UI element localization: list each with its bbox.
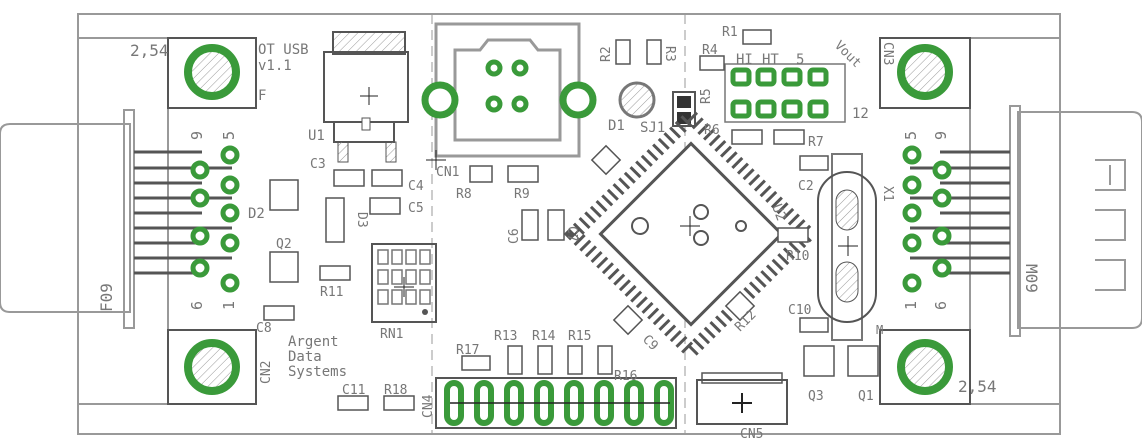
label-cn3: CN3 (880, 42, 895, 65)
d1-led (618, 81, 656, 119)
maker-line-1: Argent (288, 334, 339, 350)
pin-left-1: 1 (220, 301, 238, 310)
left-db9-pads (190, 145, 240, 293)
label-cn1: CN1 (436, 165, 459, 180)
label-rn1: RN1 (380, 327, 403, 342)
label-r5: R5 (699, 88, 714, 104)
label-r8: R8 (456, 187, 472, 202)
right-flange (969, 37, 1061, 405)
cn4-header (435, 377, 677, 429)
left-flange (77, 37, 169, 405)
label-d3: D3 (354, 212, 369, 228)
label-cn5: CN5 (740, 427, 763, 442)
label-r11: R11 (320, 285, 343, 300)
mounting-holes (167, 37, 971, 405)
label-r9: R9 (514, 187, 530, 202)
db9-female-pins (134, 150, 232, 275)
label-r18: R18 (384, 383, 407, 398)
label-r16: R16 (614, 369, 637, 384)
label-x1: X1 (880, 186, 895, 202)
label-c4: C4 (408, 179, 424, 194)
label-r2: R2 (599, 46, 614, 62)
label-r1: R1 (722, 25, 738, 40)
pin-right-6: 6 (932, 301, 950, 310)
maker-line-3: Systems (288, 364, 347, 380)
u1-regulator (323, 31, 409, 163)
label-c7: C7 (564, 226, 579, 242)
label-r7: R7 (808, 135, 824, 150)
usb-connector (421, 22, 597, 170)
header-hi: HI (736, 52, 753, 68)
db9-male-connector (1009, 105, 1142, 337)
u2-microcontroller (563, 106, 819, 362)
label-r6: R6 (704, 123, 720, 138)
rn1-resistor-network (371, 243, 437, 323)
label-u1: U1 (308, 128, 325, 144)
label-q3: Q3 (808, 389, 824, 404)
label-u2: U2 (768, 202, 789, 223)
header-12: 12 (852, 106, 869, 122)
pin-left-6: 6 (188, 301, 206, 310)
board-title: OT USB (258, 42, 309, 58)
header-vout: Vout (831, 38, 864, 71)
board-version: v1.1 (258, 58, 292, 74)
smd-components (263, 29, 879, 411)
label-q2: Q2 (276, 237, 292, 252)
pin-right-5: 5 (902, 131, 920, 140)
label-c11: C11 (342, 383, 365, 398)
label-cn2: CN2 (259, 361, 274, 384)
label-r3: R3 (662, 46, 677, 62)
pin-left-9: 9 (188, 131, 206, 140)
x1-crystal (817, 153, 877, 341)
pin-left-5: 5 (220, 131, 238, 140)
pitch-right-label: 2,54 (958, 377, 997, 396)
label-q1: Q1 (858, 389, 874, 404)
label-r15: R15 (568, 329, 591, 344)
label-d1: D1 (608, 118, 625, 134)
label-m09: M09 (1022, 264, 1041, 293)
pitch-left-label: 2,54 (130, 41, 169, 60)
cn5-connector (696, 372, 788, 425)
pin-right-9: 9 (932, 131, 950, 140)
label-r17: R17 (456, 343, 479, 358)
label-f09: F09 (97, 283, 116, 312)
label-c6: C6 (507, 228, 522, 244)
label-d2: D2 (248, 206, 265, 222)
label-r4: R4 (702, 43, 718, 58)
header-5: 5 (796, 52, 804, 68)
label-c3: C3 (310, 157, 326, 172)
label-sj1: SJ1 (640, 120, 665, 136)
right-db9-pads (902, 145, 952, 293)
label-cn4: CN4 (421, 394, 436, 418)
label-r13: R13 (494, 329, 517, 344)
label-c10: C10 (788, 303, 811, 318)
label-f: F (258, 88, 266, 104)
label-c5: C5 (408, 201, 424, 216)
label-c8: C8 (256, 321, 272, 336)
db9-male-pins (910, 150, 1010, 275)
header-outline (724, 63, 846, 123)
maker-line-2: Data (288, 349, 322, 365)
label-r10: R10 (786, 249, 809, 264)
label-c9: C9 (639, 332, 661, 354)
label-c2: C2 (798, 179, 814, 194)
db9-female-connector (0, 109, 135, 329)
header-ht: HT (762, 52, 779, 68)
label-m: M (876, 323, 883, 337)
jumper-header (730, 67, 829, 119)
label-r14: R14 (532, 329, 556, 344)
pin-right-1: 1 (902, 301, 920, 310)
